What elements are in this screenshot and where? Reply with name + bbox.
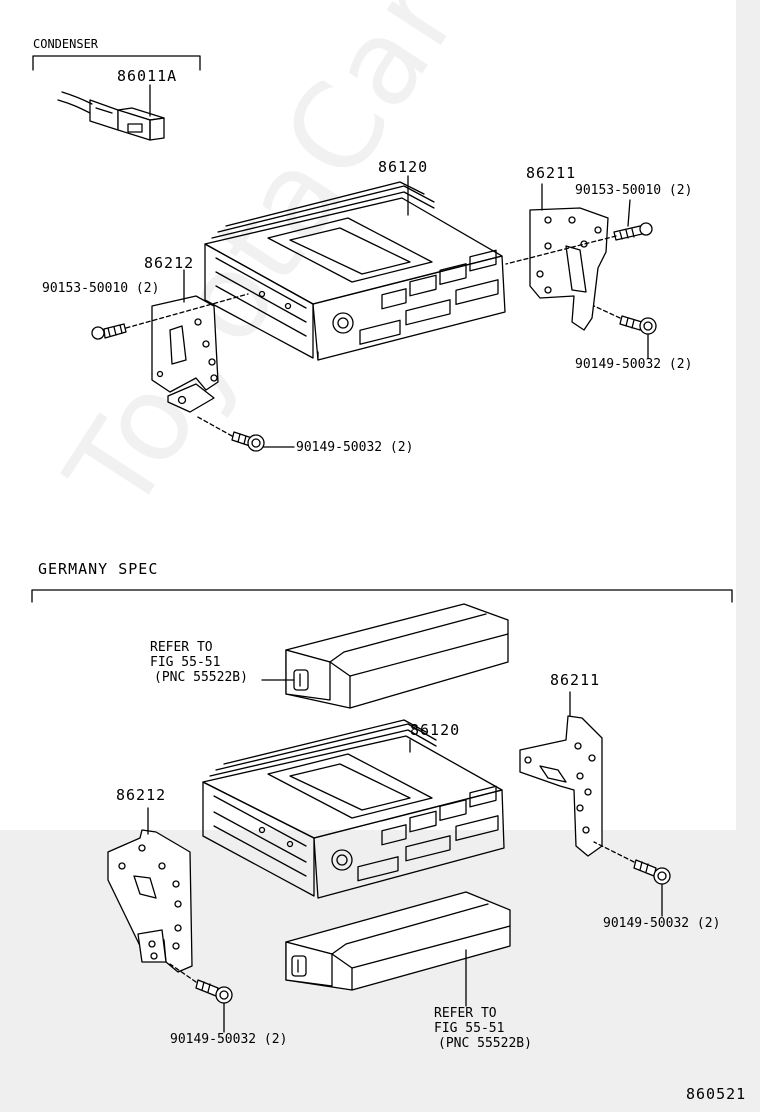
condenser-connector [57, 84, 165, 141]
bolt-left-lower [169, 963, 233, 1033]
label-86120-upper: 86120 [378, 158, 429, 176]
label-86212-upper: 86212 [144, 254, 195, 272]
cover-top-lower [261, 603, 509, 709]
screw-right-upper [505, 199, 653, 265]
germany-spec-bracket [31, 589, 733, 603]
bolt-left-upper [195, 415, 295, 452]
label-bolt-right-upper: 90149-50032 (2) [575, 357, 693, 372]
bracket-right-upper [529, 183, 609, 331]
label-86011a: 86011A [117, 67, 178, 85]
bolt-right-lower [593, 841, 671, 917]
label-bolt-left-upper: 90149-50032 (2) [296, 440, 414, 455]
label-86211-upper: 86211 [526, 164, 577, 182]
condenser-bracket [32, 55, 201, 71]
refer-bottom-line1: REFER TO [434, 1006, 497, 1021]
label-bolt-left-lower: 90149-50032 (2) [170, 1032, 288, 1047]
screw-left-upper [91, 293, 249, 340]
figure-code: 860521 [686, 1085, 747, 1103]
refer-bottom-line3: (PNC 55522B) [438, 1036, 532, 1051]
label-screw-left-upper: 90153-50010 (2) [42, 281, 160, 296]
cover-bottom-lower [285, 891, 511, 1007]
bracket-left-upper [151, 269, 219, 413]
label-screw-right-upper: 90153-50010 (2) [575, 183, 693, 198]
bolt-right-upper [593, 305, 657, 359]
label-bolt-right-lower: 90149-50032 (2) [603, 916, 721, 931]
refer-top-line3: (PNC 55522B) [154, 670, 248, 685]
label-86120-lower: 86120 [410, 721, 461, 739]
label-86212-lower: 86212 [116, 786, 167, 804]
refer-top-line2: FIG 55-51 [150, 655, 221, 670]
label-86211-lower: 86211 [550, 671, 601, 689]
right-shaded-strip [736, 0, 760, 1112]
radio-unit-lower [202, 719, 505, 899]
refer-bottom-line2: FIG 55-51 [434, 1021, 505, 1036]
bracket-left-lower [107, 807, 193, 973]
condenser-title: CONDENSER [33, 37, 99, 51]
germany-spec-title: GERMANY SPEC [38, 560, 159, 578]
radio-unit-upper [204, 175, 506, 361]
bracket-right-lower [519, 691, 603, 857]
refer-top-line1: REFER TO [150, 640, 213, 655]
